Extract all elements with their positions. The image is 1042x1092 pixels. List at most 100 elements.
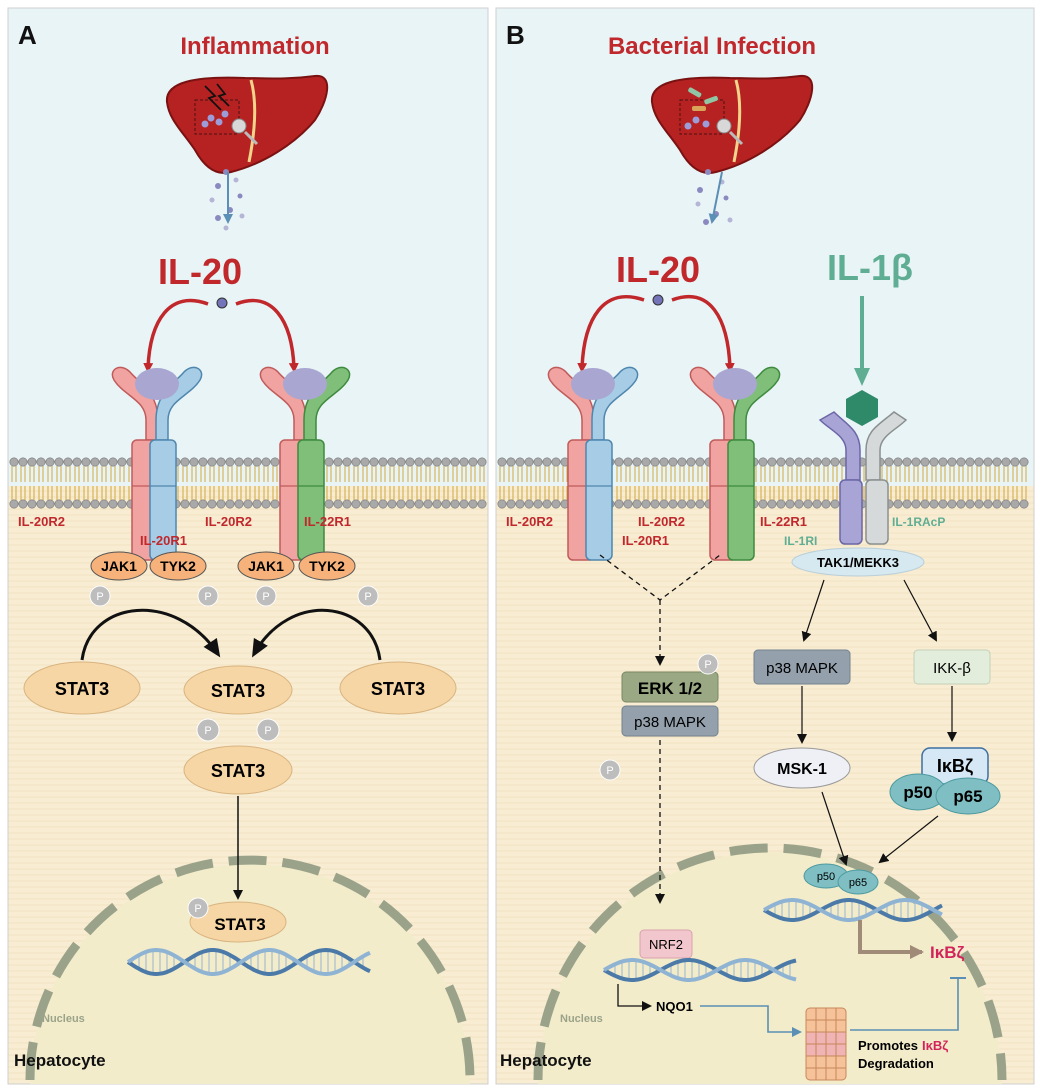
svg-text:TAK1/MEKK3: TAK1/MEKK3 <box>817 555 899 570</box>
p38-mapk: p38 MAPK <box>753 649 851 685</box>
svg-text:P: P <box>704 659 711 671</box>
svg-text:P: P <box>262 591 269 603</box>
svg-text:STAT3: STAT3 <box>211 761 265 781</box>
signal-arrow <box>801 579 825 642</box>
transcription-arrow <box>617 984 652 1011</box>
svg-text:STAT3: STAT3 <box>55 679 109 699</box>
degradation-label: Degradation <box>858 1056 934 1071</box>
il20-receptor-complex <box>547 366 639 561</box>
dna-helix <box>763 898 943 922</box>
il20-receptor-complex <box>689 366 781 561</box>
svg-text:STAT3: STAT3 <box>214 915 265 934</box>
svg-text:p50: p50 <box>817 871 835 883</box>
nucleus-label: Nucleus <box>560 1013 603 1025</box>
svg-text:IκBζ: IκBζ <box>937 756 973 777</box>
arrow-to-receptor-1 <box>143 298 209 373</box>
svg-text:NRF2: NRF2 <box>649 937 683 952</box>
svg-text:TYK2: TYK2 <box>160 558 196 574</box>
phosphate: P <box>357 585 379 607</box>
il20-receptor-complex <box>259 366 351 561</box>
svg-text:MSK-1: MSK-1 <box>777 761 827 778</box>
promotes-label: Promotes <box>858 1038 918 1053</box>
nucleus-label: Nucleus <box>42 1013 85 1025</box>
panel-letter: B <box>506 20 525 50</box>
receptor-label: IL-20R1 <box>140 533 187 548</box>
nuclear-envelope <box>25 855 475 1081</box>
phosphate: P <box>89 585 111 607</box>
arrow-to-receptor-1 <box>577 294 645 373</box>
svg-text:P: P <box>96 591 103 603</box>
nuclear-envelope <box>533 843 1007 1081</box>
svg-text:P: P <box>204 591 211 603</box>
dna-helix <box>126 947 371 977</box>
svg-text:p38 MAPK: p38 MAPK <box>766 660 838 677</box>
arrow-to-receptor-2 <box>235 298 299 373</box>
svg-text:p50: p50 <box>903 783 932 802</box>
panel-title: Inflammation <box>180 33 329 60</box>
phosphate: P <box>187 897 209 919</box>
svg-text:P: P <box>194 903 201 915</box>
svg-text:p38 MAPK: p38 MAPK <box>634 714 706 731</box>
activation-arrow <box>252 608 382 661</box>
stat3: STAT3 <box>189 901 287 943</box>
receptor-label: IL-20R2 <box>506 514 553 529</box>
svg-text:JAK1: JAK1 <box>101 558 137 574</box>
p38-mapk: p38 MAPK <box>621 705 719 737</box>
signal-arrow <box>903 579 937 642</box>
nqo1: NQO1 <box>656 999 693 1014</box>
proteasome <box>805 1007 847 1081</box>
svg-text:JAK1: JAK1 <box>248 558 284 574</box>
ikk-beta: IKK-β <box>913 649 991 685</box>
receptor-label: IL-22R1 <box>304 514 351 529</box>
svg-text:P: P <box>364 591 371 603</box>
ikbz-product: IκBζ <box>930 943 964 962</box>
receptor-label: IL-1RI <box>784 534 817 548</box>
receptor-label: IL-20R2 <box>638 514 685 529</box>
stat3: STAT3 <box>183 745 293 795</box>
svg-text:TYK2: TYK2 <box>309 558 345 574</box>
receptor-label: IL-22R1 <box>760 514 807 529</box>
phosphate: P <box>599 759 621 781</box>
receptor-label: IL-20R2 <box>18 514 65 529</box>
jak1-kinase: JAK1 <box>237 551 295 581</box>
svg-text:IKK-β: IKK-β <box>933 660 971 677</box>
dna-helix <box>603 958 797 982</box>
panel-letter: A <box>18 20 37 50</box>
phosphate: P <box>697 653 719 675</box>
jak1-kinase: JAK1 <box>90 551 148 581</box>
cell-label: Hepatocyte <box>500 1051 592 1070</box>
svg-text:STAT3: STAT3 <box>211 681 265 701</box>
stat3: STAT3 <box>339 661 457 715</box>
phosphate: P <box>255 585 277 607</box>
arrow-to-receptor-2 <box>671 294 735 373</box>
inhibition-line <box>850 978 959 1031</box>
signal-arrow <box>821 791 849 866</box>
nqo1-arrow <box>700 1005 802 1037</box>
tyk2-kinase: TYK2 <box>298 551 356 581</box>
transcription-arrow <box>858 920 924 959</box>
erk-1-2: ERK 1/2 <box>621 671 719 703</box>
signal-arrow <box>878 815 939 864</box>
cytokine-il1b: IL-1β <box>827 247 913 288</box>
cell-label: Hepatocyte <box>14 1051 106 1070</box>
stat3: STAT3 <box>183 665 293 715</box>
ikbz-complex: IκBζ p50 p65 <box>889 747 1001 815</box>
cytokine-il20: IL-20 <box>616 249 700 290</box>
il20-molecule <box>652 294 664 306</box>
ikbz-degraded: IκBζ <box>922 1038 948 1053</box>
phosphate: P <box>256 718 280 742</box>
panel-title: Bacterial Infection <box>608 33 816 60</box>
phosphate: P <box>197 585 219 607</box>
svg-text:STAT3: STAT3 <box>371 679 425 699</box>
receptor-label: IL-20R2 <box>205 514 252 529</box>
stat3: STAT3 <box>23 661 141 715</box>
activation-arrow <box>80 608 221 661</box>
receptor-label: IL-1RAcP <box>892 515 945 529</box>
panel-a-nucleus <box>30 864 470 1084</box>
receptor-label: IL-20R1 <box>622 533 669 548</box>
phosphate: P <box>196 718 220 742</box>
svg-text:P: P <box>264 725 271 737</box>
svg-text:P: P <box>204 725 211 737</box>
